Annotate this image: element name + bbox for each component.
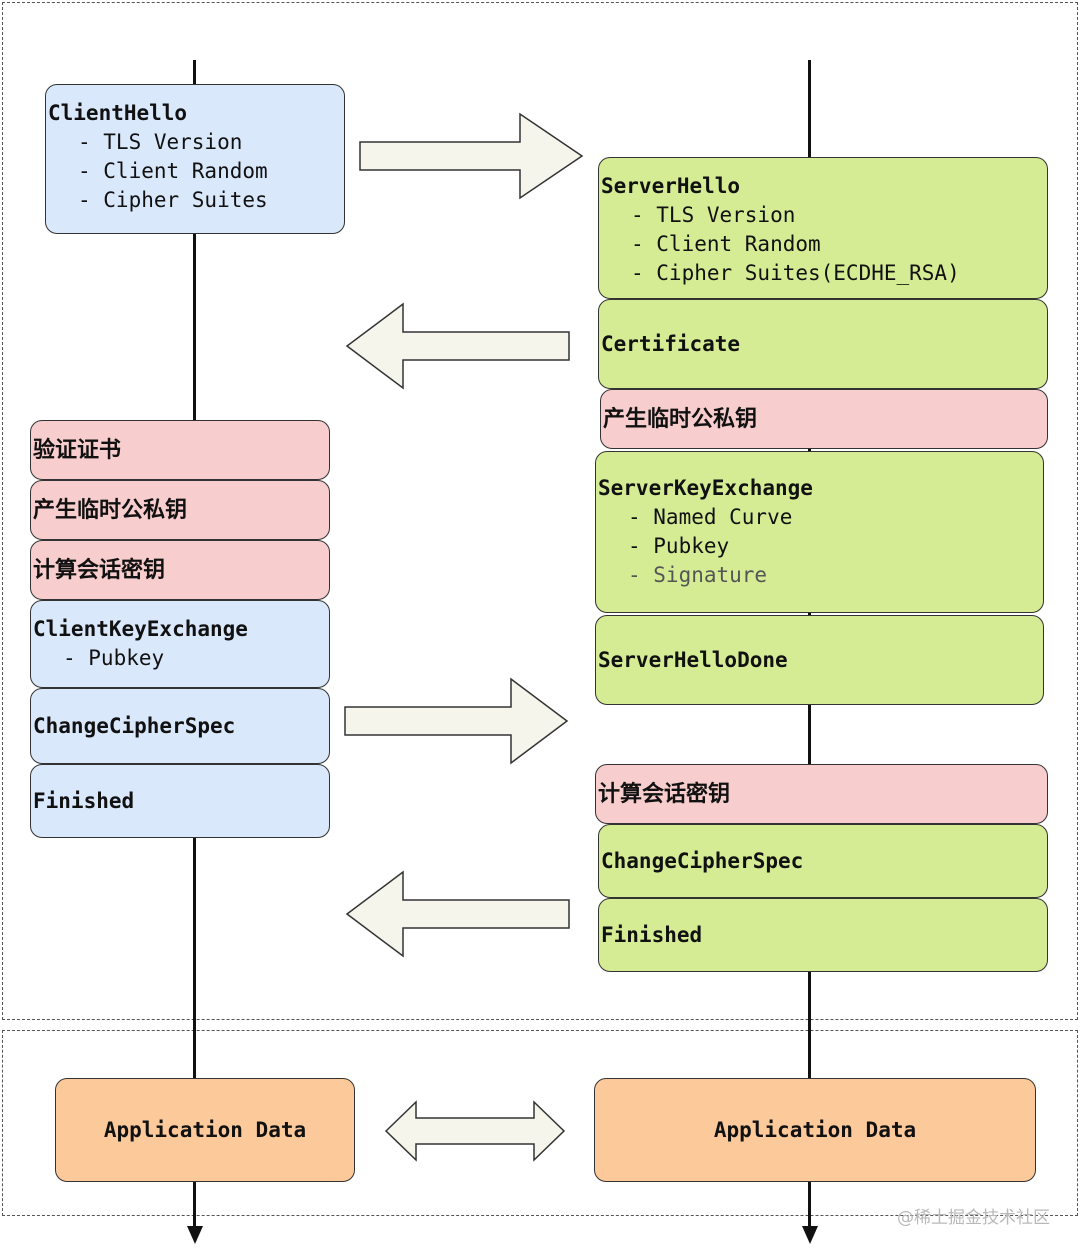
client-lifeline-arrowhead: [187, 1226, 203, 1244]
server-lifeline-arrowhead: [802, 1226, 818, 1244]
handshake-frame: [2, 2, 1078, 1020]
client-verify-cert-label: 验证证书: [33, 437, 122, 463]
client-compute-key-label: 计算会话密钥: [33, 557, 166, 583]
arrow-client-hello-to-server: [359, 112, 584, 200]
server-hello-box: ServerHello - TLS Version - Client Rando…: [598, 157, 1048, 299]
watermark: @稀土掘金技术社区: [897, 1208, 1050, 1228]
server-app-data-box: Application Data: [594, 1078, 1036, 1182]
client-key-exchange-box: ClientKeyExchange - Pubkey: [30, 600, 330, 688]
server-hello-title: ServerHello: [601, 174, 741, 198]
client-finished-box: Finished: [30, 764, 330, 838]
arrow-client-key-exchange-to-server: [344, 677, 569, 765]
arrow-server-finished-to-client: [345, 870, 570, 958]
server-key-exchange-item: - Named Curve: [628, 505, 793, 529]
application-data-frame: [2, 1030, 1078, 1216]
client-hello-item: - Client Random: [78, 159, 268, 183]
server-app-data-label: Application Data: [713, 1117, 917, 1142]
server-finished-box: Finished: [598, 898, 1048, 972]
client-gen-keypair-label: 产生临时公私钥: [33, 497, 188, 523]
server-gen-keypair-box: 产生临时公私钥: [600, 389, 1048, 449]
server-certificate-box: Certificate: [598, 299, 1048, 389]
server-compute-key-label: 计算会话密钥: [598, 781, 731, 807]
client-change-cipher-box: ChangeCipherSpec: [30, 688, 330, 764]
server-finished-label: Finished: [601, 922, 703, 947]
server-key-exchange-item: - Signature: [628, 563, 768, 587]
client-hello-item: - Cipher Suites: [78, 188, 268, 212]
client-app-data-label: Application Data: [103, 1117, 307, 1142]
arrow-server-to-client-certificate: [345, 302, 570, 390]
server-key-exchange-title: ServerKeyExchange: [598, 476, 813, 500]
client-change-cipher-label: ChangeCipherSpec: [33, 713, 236, 738]
server-compute-key-box: 计算会话密钥: [595, 764, 1048, 824]
client-key-exchange-title: ClientKeyExchange: [33, 617, 248, 641]
client-key-exchange-item: - Pubkey: [63, 646, 165, 670]
client-verify-cert-box: 验证证书: [30, 420, 330, 480]
server-certificate-label: Certificate: [601, 331, 741, 356]
server-change-cipher-label: ChangeCipherSpec: [601, 848, 804, 873]
client-compute-key-box: 计算会话密钥: [30, 540, 330, 600]
server-key-exchange-item: - Pubkey: [628, 534, 730, 558]
client-finished-label: Finished: [33, 788, 135, 813]
client-hello-item: - TLS Version: [78, 130, 243, 154]
server-hello-done-box: ServerHelloDone: [595, 615, 1044, 705]
server-hello-done-label: ServerHelloDone: [598, 647, 788, 672]
arrow-application-data-bidirectional: [384, 1100, 566, 1162]
server-hello-item: - Cipher Suites(ECDHE_RSA): [631, 261, 960, 285]
server-hello-item: - TLS Version: [631, 203, 796, 227]
client-hello-title: ClientHello: [48, 101, 188, 125]
client-hello-box: ClientHello - TLS Version - Client Rando…: [45, 84, 345, 234]
client-gen-keypair-box: 产生临时公私钥: [30, 480, 330, 540]
server-hello-item: - Client Random: [631, 232, 821, 256]
server-gen-keypair-label: 产生临时公私钥: [603, 406, 758, 432]
server-key-exchange-box: ServerKeyExchange - Named Curve - Pubkey…: [595, 451, 1044, 613]
client-app-data-box: Application Data: [55, 1078, 355, 1182]
server-change-cipher-box: ChangeCipherSpec: [598, 824, 1048, 898]
